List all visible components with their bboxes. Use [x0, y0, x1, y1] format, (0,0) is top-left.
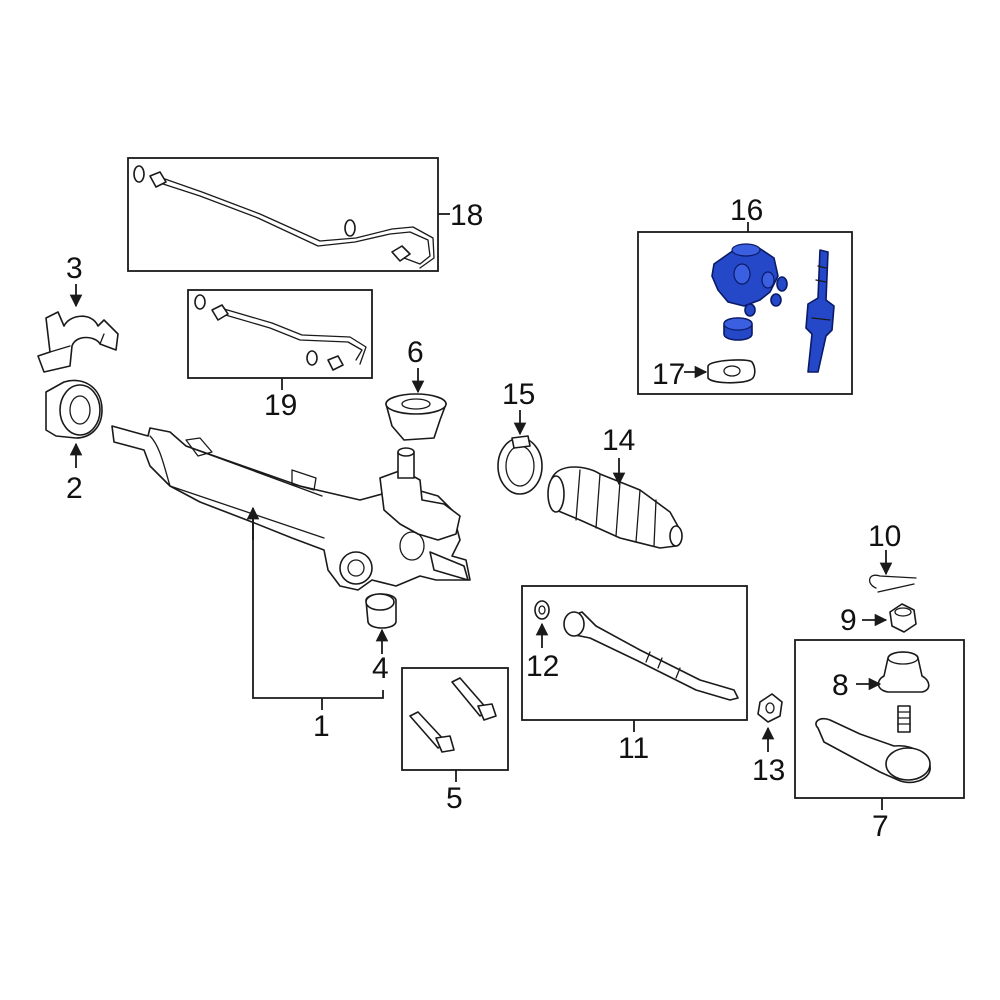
fitting-nut-icon	[327, 355, 344, 371]
jam-nut-icon	[757, 693, 783, 723]
callout-1: 1	[313, 710, 330, 743]
bracket-icon	[37, 311, 119, 373]
callout-14: 14	[602, 424, 635, 457]
input-shaft-icon	[805, 249, 835, 373]
part-5-box	[401, 667, 509, 771]
callout-8: 8	[832, 669, 849, 702]
callout-5: 5	[446, 782, 463, 815]
callout-2: 2	[66, 472, 83, 505]
control-valve-group[interactable]: 16 17	[637, 194, 853, 395]
o-ring-icon	[344, 219, 356, 237]
part-7-box	[794, 639, 965, 799]
mounting-bracket-group[interactable]: 3	[37, 252, 119, 373]
rack-output-end	[429, 551, 469, 581]
o-ring-icon	[194, 294, 206, 310]
rack-boot-group[interactable]: 14	[547, 424, 683, 549]
fitting-nut-icon	[391, 245, 411, 262]
pressure-line-19-tube	[221, 313, 363, 361]
rack-bushing-group[interactable]: 2	[45, 379, 103, 505]
castle-nut-icon	[889, 603, 917, 633]
callout-16: 16	[730, 194, 763, 227]
callout-10: 10	[868, 520, 901, 553]
washer-icon	[534, 600, 550, 620]
ball-joint-boot-icon	[877, 651, 930, 693]
grommet-group[interactable]: 4	[365, 593, 397, 685]
pressure-line-long-group[interactable]: 18	[127, 157, 483, 272]
callout-18: 18	[450, 199, 483, 232]
callout-7: 7	[872, 810, 889, 843]
seal-ring-icon	[776, 276, 788, 292]
callout-4: 4	[372, 652, 389, 685]
callout-17: 17	[652, 358, 685, 391]
rack-mount-boss	[339, 551, 373, 585]
pressure-line-short-group[interactable]: 19	[187, 289, 373, 422]
pressure-line-18-tube	[159, 182, 431, 265]
steering-rack-group[interactable]: 1	[111, 425, 471, 743]
callout-19: 19	[264, 389, 297, 422]
tie-rod-end-group[interactable]: 8 7	[794, 639, 965, 843]
jam-nut-group[interactable]: 13	[752, 693, 785, 787]
seal-ring-icon	[770, 293, 782, 307]
leader-1	[252, 508, 384, 699]
gasket-icon	[707, 359, 756, 384]
bolts-group[interactable]: 5	[401, 667, 509, 815]
dust-seal-group[interactable]: 6	[385, 336, 447, 441]
part-16-box	[637, 231, 853, 395]
pinion-valve-body	[379, 469, 461, 541]
fitting-nut-icon	[211, 304, 229, 321]
callout-15: 15	[502, 378, 535, 411]
callout-3: 3	[66, 252, 83, 285]
callout-11: 11	[618, 732, 649, 765]
inner-tie-rod-group[interactable]: 12 11	[521, 585, 748, 765]
callout-6: 6	[407, 336, 424, 369]
castle-nut-group[interactable]: 9	[840, 603, 917, 637]
callout-13: 13	[752, 754, 785, 787]
o-ring-icon	[306, 350, 318, 366]
cotter-pin-group[interactable]: 10	[868, 520, 917, 593]
cotter-pin-icon	[869, 574, 917, 593]
tie-rod-icon	[565, 611, 739, 701]
ball-stud	[897, 705, 911, 733]
boot-clamp-group[interactable]: 15	[497, 378, 543, 495]
seal-ring-icon	[744, 303, 756, 317]
callout-12: 12	[526, 650, 559, 683]
o-ring-icon	[133, 165, 145, 183]
callout-9: 9	[840, 604, 857, 637]
part-18-box	[127, 157, 439, 272]
fitting-nut-icon	[149, 171, 167, 188]
part-19-box	[187, 289, 373, 379]
